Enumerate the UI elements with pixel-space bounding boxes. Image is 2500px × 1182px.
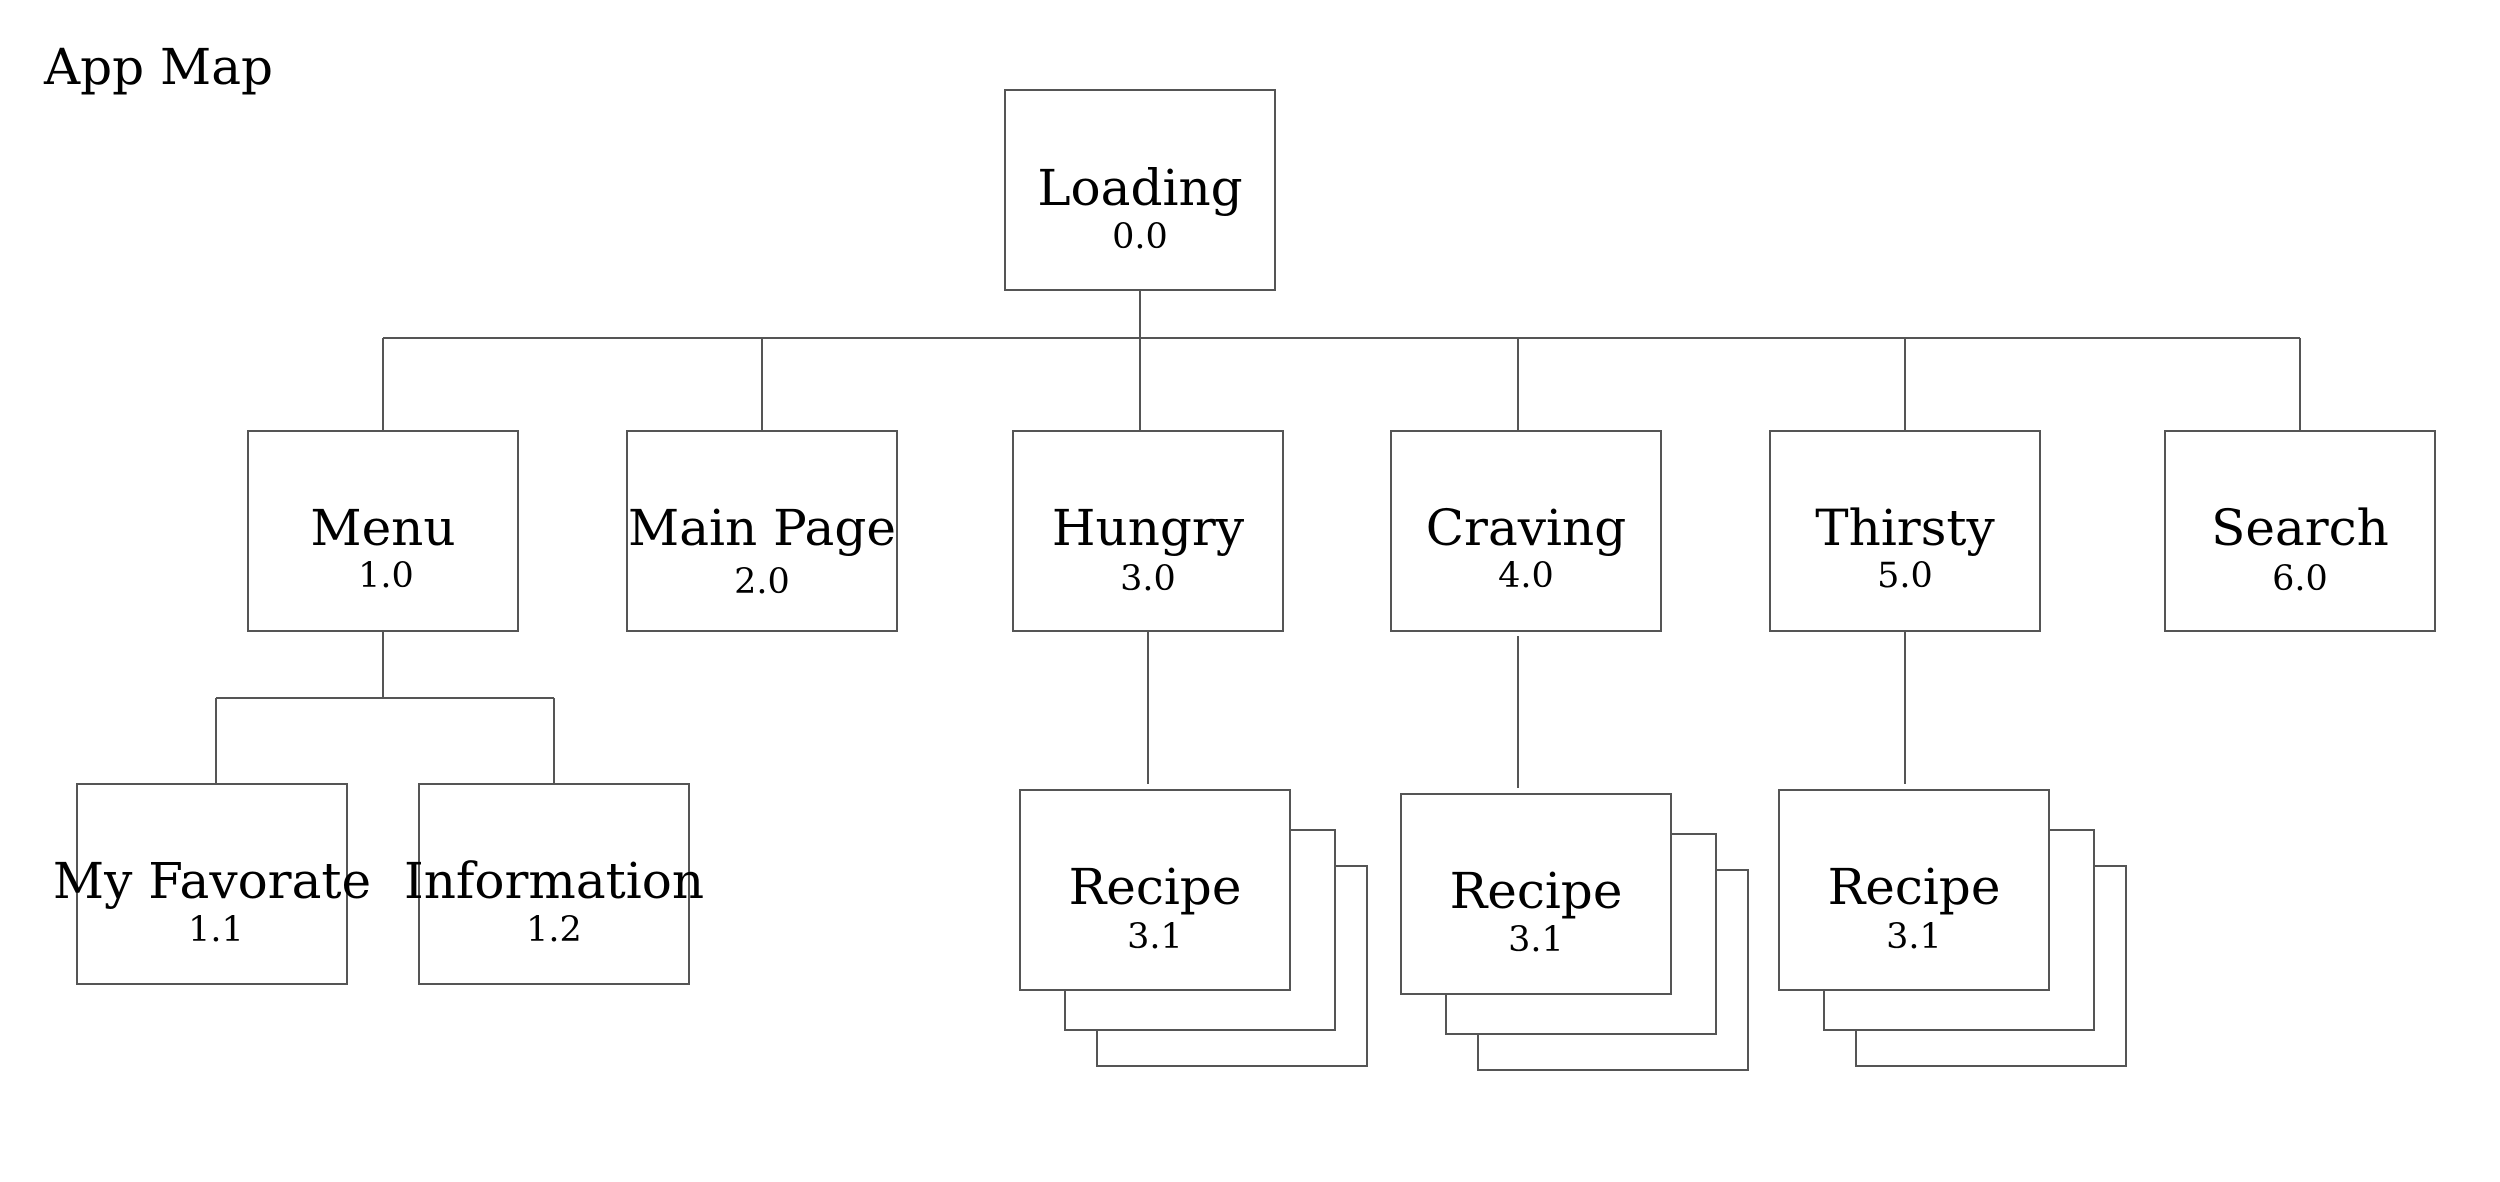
- page-title: App Map: [44, 38, 274, 96]
- node-number: 1.2: [526, 910, 582, 950]
- node-thirsty[interactable]: Thirsty 5.0: [1769, 430, 2041, 632]
- node-number: 5.0: [1877, 556, 1933, 596]
- node-number: 3.1: [1886, 917, 1942, 957]
- node-menu[interactable]: Menu 1.0: [247, 430, 519, 632]
- node-number: 3.1: [1127, 917, 1183, 957]
- node-recipe-thirsty[interactable]: Recipe 3.1: [1778, 789, 2050, 991]
- node-label: Recipe: [1450, 862, 1623, 920]
- node-label: Main Page: [628, 499, 896, 557]
- node-label: Recipe: [1069, 858, 1242, 916]
- node-number: 3.1: [1508, 920, 1564, 960]
- node-number: 1.0: [358, 556, 414, 596]
- node-craving[interactable]: Craving 4.0: [1390, 430, 1662, 632]
- node-label: Search: [2211, 499, 2389, 557]
- node-loading[interactable]: Loading 0.0: [1004, 89, 1276, 291]
- node-label: Menu: [310, 499, 455, 557]
- node-my-favorate[interactable]: My Favorate 1.1: [53, 783, 371, 985]
- node-number: 1.1: [188, 910, 244, 950]
- node-number: 2.0: [734, 562, 790, 602]
- node-search[interactable]: Search 6.0: [2164, 430, 2436, 632]
- node-label: My Favorate: [53, 852, 371, 910]
- node-number: 6.0: [2272, 559, 2328, 599]
- node-number: 3.0: [1120, 559, 1176, 599]
- node-label: Information: [404, 852, 704, 910]
- node-recipe-craving[interactable]: Recipe 3.1: [1400, 793, 1672, 995]
- node-hungry[interactable]: Hungry 3.0: [1012, 430, 1284, 632]
- node-label: Thirsty: [1815, 499, 1995, 557]
- node-main-page[interactable]: Main Page 2.0: [626, 430, 898, 632]
- node-information[interactable]: Information 1.2: [404, 783, 704, 985]
- node-label: Craving: [1426, 499, 1626, 557]
- node-label: Hungry: [1052, 499, 1245, 557]
- node-label: Loading: [1037, 159, 1242, 217]
- node-label: Recipe: [1828, 858, 2001, 916]
- node-recipe-hungry[interactable]: Recipe 3.1: [1019, 789, 1291, 991]
- node-number: 0.0: [1112, 217, 1168, 257]
- node-number: 4.0: [1498, 556, 1554, 596]
